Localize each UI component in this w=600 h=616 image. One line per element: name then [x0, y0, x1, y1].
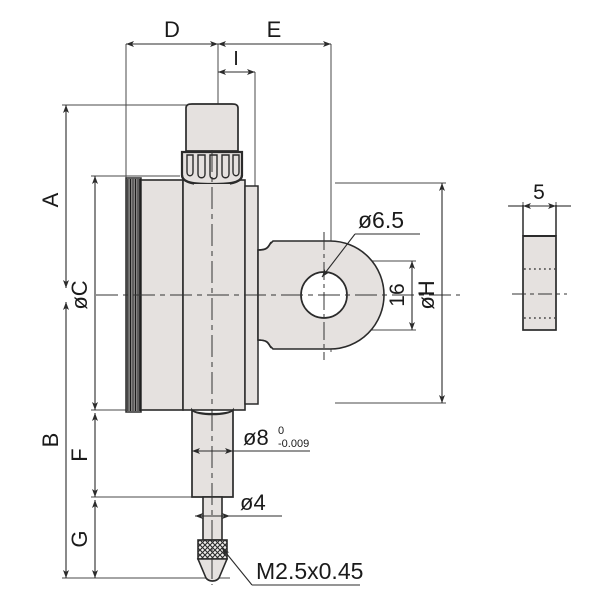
lug-side-detail: 5 [508, 181, 571, 331]
dimension-E: E [218, 17, 331, 47]
dimension-16: 16 [386, 261, 415, 330]
dimension-F: F [67, 413, 98, 497]
dimension-label-16: 16 [386, 283, 409, 306]
centre-lines [96, 150, 460, 585]
lug-detail-hidden-lines [524, 268, 555, 319]
dimension-label-lug-thickness: 5 [533, 181, 545, 204]
dimension-label-phi4: ø4 [240, 490, 266, 515]
leader-thread: M2.5x0.45 [221, 547, 363, 586]
dimension-phi8: ø8 0 -0.009 [192, 425, 310, 454]
top-cap-knob [180, 103, 244, 187]
extension-lines [62, 44, 446, 579]
dimension-tol-lower-phi8: -0.009 [278, 438, 309, 450]
dimension-label-phiH: øH [414, 280, 439, 309]
dimension-tol-upper-phi8: 0 [278, 425, 284, 437]
dimension-phi4: ø4 [195, 490, 282, 519]
dimension-I: I [218, 48, 255, 75]
dimension-label-B: B [38, 433, 63, 448]
dimension-label-A: A [38, 192, 63, 207]
lug-detail-body [522, 235, 557, 331]
dimension-label-phiC: øC [67, 280, 92, 309]
dimension-G: G [67, 500, 98, 578]
dimension-label-D: D [164, 17, 180, 42]
leader-phi6-5: ø6.5 [321, 207, 420, 278]
leader-label-phi6-5: ø6.5 [358, 207, 404, 233]
front-view [62, 44, 460, 585]
dimension-B: B [38, 302, 69, 578]
dimension-phiH: øH [414, 183, 445, 403]
dimension-D: D [126, 17, 218, 47]
dimension-label-G: G [67, 530, 92, 547]
upper-sleeve [194, 184, 230, 188]
dimension-label-I: I [233, 48, 239, 70]
dimension-label-phi8: ø8 [243, 425, 269, 450]
dimension-label-F: F [67, 448, 92, 461]
dimension-lug-thickness: 5 [508, 181, 571, 209]
dimension-phiC: øC [67, 176, 98, 410]
dimension-label-E: E [267, 17, 282, 42]
leader-label-thread: M2.5x0.45 [256, 558, 363, 584]
dimension-A: A [38, 105, 69, 288]
